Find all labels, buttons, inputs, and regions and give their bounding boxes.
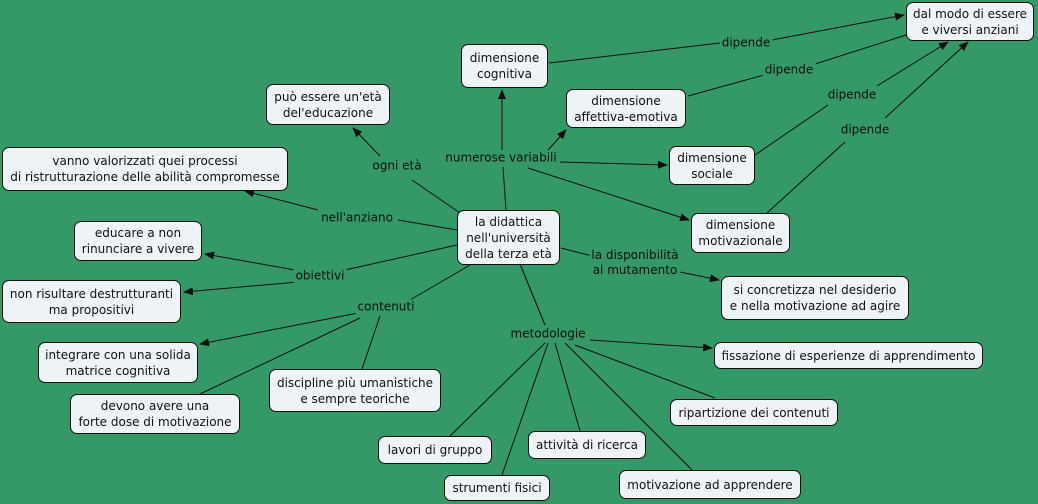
link-label-contenuti: contenuti [355,299,417,315]
link-label-ogni-eta: ogni età [370,158,424,174]
link-label-dipende: dipende [762,62,816,78]
link-label-numerose-variabili: numerose variabili [443,150,559,166]
node-attivita[interactable]: attività di ricerca [528,431,646,459]
node-si-concretizza[interactable]: si concretizza nel desiderio e nella mot… [721,276,909,320]
link-label-obiettivi: obiettivi [293,268,347,284]
node-devono[interactable]: devono avere una forte dose di motivazio… [70,394,240,434]
node-motivazione-apprendere[interactable]: motivazione ad apprendere [619,470,801,499]
link-label-dipende: dipende [825,87,879,103]
node-sociale[interactable]: dimensione sociale [669,146,755,185]
node-cognitiva[interactable]: dimensione cognitiva [461,44,548,88]
link-label-dipende: dipende [838,122,892,138]
node-lavori[interactable]: lavori di gruppo [378,436,492,464]
node-dal-modo[interactable]: dal modo di essere e viversi anziani [906,2,1034,41]
link-label-dipende: dipende [719,35,773,51]
node-integrare[interactable]: integrare con una solida matrice cogniti… [38,342,198,383]
node-vanno[interactable]: vanno valorizzati quei processi di ristr… [2,147,288,191]
node-fissazione[interactable]: fissazione di esperienze di apprendiment… [714,342,983,369]
link-label-disponibilita: la disponibilità al mutamento [589,248,681,278]
node-non-risultare[interactable]: non risultare destrutturanti ma proposit… [2,280,181,323]
node-strumenti[interactable]: strumenti fisici [444,475,550,501]
node-discipline[interactable]: discipline più umanistiche e sempre teor… [269,369,441,412]
node-puo-essere[interactable]: può essere un'età del'educazione [266,84,390,125]
node-root[interactable]: la didattica nell'università della terza… [457,210,560,265]
node-affettiva[interactable]: dimensione affettiva-emotiva [566,89,686,128]
node-ripartizione[interactable]: ripartizione dei contenuti [670,399,838,426]
link-label-nell-anziano: nell'anziano [319,210,395,226]
node-motivazionale[interactable]: dimensione motivazionale [691,213,790,253]
link-label-metodologie: metodologie [508,326,588,342]
node-educare[interactable]: educare a non rinunciare a vivere [74,221,202,261]
